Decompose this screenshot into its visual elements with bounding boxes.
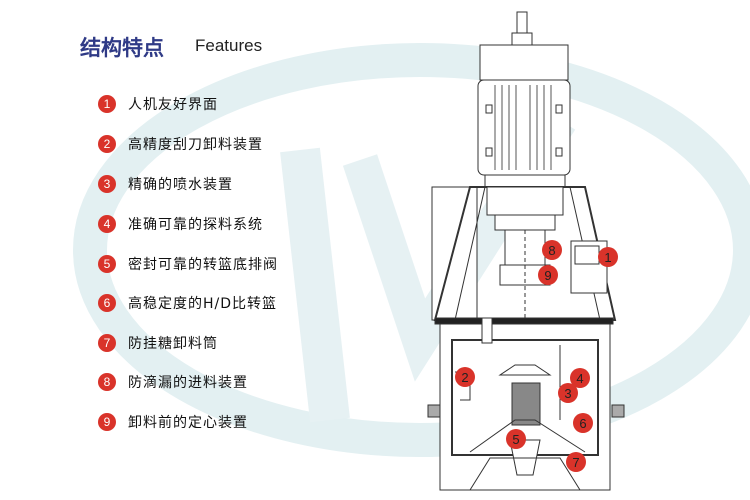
shaft-top	[516, 11, 528, 35]
diagram-marker: 2	[455, 367, 475, 387]
feature-item: 8 防滴漏的进料装置	[98, 372, 248, 392]
number-badge: 5	[98, 255, 116, 273]
feature-label: 高稳定度的H/D比转篮	[128, 296, 278, 312]
feature-label: 密封可靠的转篮底排阀	[128, 257, 278, 273]
feature-item: 3 精确的喷水装置	[98, 174, 233, 194]
number-badge: 4	[98, 215, 116, 233]
feature-label: 防滴漏的进料装置	[128, 375, 248, 391]
motor-body	[477, 79, 571, 176]
page-title-english: Features	[195, 36, 263, 55]
feature-item: 2 高精度刮刀卸料装置	[98, 134, 263, 154]
number-badge: 3	[98, 175, 116, 193]
feature-label: 准确可靠的探料系统	[128, 217, 263, 233]
diagram-marker: 9	[538, 265, 558, 285]
diagram-marker: 5	[506, 429, 526, 449]
diagram-marker: 8	[542, 240, 562, 260]
page-title: 结构特点	[80, 36, 164, 60]
motor-cap	[479, 44, 569, 81]
feature-item: 6 高稳定度的H/D比转篮	[98, 293, 277, 313]
feature-item: 7 防挂糖卸料筒	[98, 333, 218, 353]
number-badge: 6	[98, 294, 116, 312]
diagram-marker: 1	[598, 247, 618, 267]
feature-item: 5 密封可靠的转篮底排阀	[98, 254, 278, 274]
feature-label: 卸料前的定心装置	[128, 415, 248, 431]
number-badge: 7	[98, 334, 116, 352]
number-badge: 2	[98, 135, 116, 153]
feature-label: 精确的喷水装置	[128, 177, 233, 193]
feature-item: 1 人机友好界面	[98, 94, 218, 114]
feature-label: 人机友好界面	[128, 97, 218, 113]
feature-item: 9 卸料前的定心装置	[98, 412, 248, 432]
number-badge: 1	[98, 95, 116, 113]
diagram-marker: 6	[573, 413, 593, 433]
feature-label: 防挂糖卸料筒	[128, 336, 218, 352]
number-badge: 8	[98, 373, 116, 391]
feature-item: 4 准确可靠的探料系统	[98, 214, 263, 234]
number-badge: 9	[98, 413, 116, 431]
diagram-marker: 3	[558, 383, 578, 403]
diagram-marker: 4	[570, 368, 590, 388]
feature-label: 高精度刮刀卸料装置	[128, 137, 263, 153]
diagram-marker: 7	[566, 452, 586, 472]
